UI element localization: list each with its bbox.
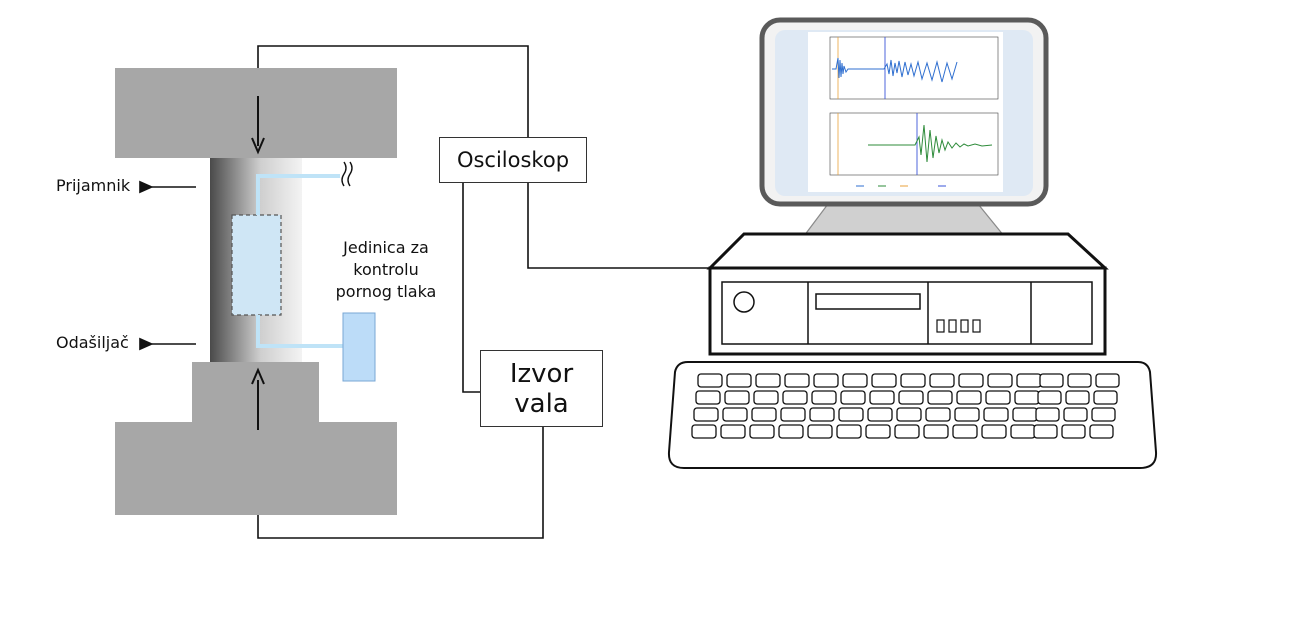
keyboard-key (1067, 373, 1092, 388)
keyboard-key (1037, 390, 1062, 405)
keyboard-key (842, 373, 868, 388)
waveform-icon (829, 112, 999, 176)
oscilloscope-label: Osciloskop (456, 148, 570, 172)
keyboard-key (753, 390, 779, 405)
keyboard-key (894, 424, 920, 439)
keyboard-key (840, 390, 866, 405)
keyboard-key (809, 407, 835, 422)
keyboard-key (1093, 390, 1118, 405)
keyboard-key (1089, 424, 1114, 439)
computer-case-icon (706, 232, 1109, 356)
keyboard-key (1016, 373, 1042, 388)
keyboard-key (985, 390, 1011, 405)
keyboard-key (1065, 390, 1090, 405)
monitor-icon (759, 17, 1049, 253)
keyboard-key (751, 407, 777, 422)
plot-panel (808, 32, 1003, 192)
fluid-line-bottom (256, 315, 344, 348)
keyboard-key (867, 407, 893, 422)
keyboard-key (900, 373, 926, 388)
fluid-line-top (256, 174, 340, 215)
wave-source-line-2: vala (514, 388, 569, 419)
triaxial-cell (115, 68, 397, 515)
keyboard-key (925, 407, 951, 422)
keyboard-icon (667, 361, 1158, 469)
case-top (706, 232, 1109, 270)
up-arrow-icon (251, 367, 265, 430)
keyboard-key (726, 373, 752, 388)
keyboard-key (1039, 373, 1064, 388)
keyboard-key (1061, 424, 1086, 439)
keyboard-key (927, 390, 953, 405)
keyboard-key (720, 424, 746, 439)
keyboard-key (987, 373, 1013, 388)
pressure-unit-line-1: Jedinica za (343, 238, 429, 257)
bottom-platen (115, 422, 397, 515)
pressure-unit-line-3: pornog tlaka (335, 282, 437, 301)
top-platen (115, 68, 397, 158)
keyboard-key (929, 373, 955, 388)
keyboard-key (695, 390, 721, 405)
keyboard-key (952, 424, 978, 439)
inner-sample (231, 214, 282, 316)
disk-drive-slot (815, 293, 921, 310)
keyboard-key (898, 390, 924, 405)
keyboard-key (807, 424, 833, 439)
connection-wires (257, 45, 710, 539)
receiver-label: Prijamnik (56, 176, 131, 195)
keyboard-key (722, 407, 748, 422)
keyboard-key (923, 424, 949, 439)
pressure-control-unit (342, 312, 376, 382)
keyboard-key (1014, 390, 1040, 405)
waveform-icon (829, 36, 999, 100)
keyboard-key (1010, 424, 1036, 439)
keyboard-key (778, 424, 804, 439)
keyboard-key (1035, 407, 1060, 422)
keyboard-key (838, 407, 864, 422)
keyboard-key (724, 390, 750, 405)
keyboard-key (981, 424, 1007, 439)
keyboard-key (1063, 407, 1088, 422)
keyboard-key (693, 407, 719, 422)
keyboard-key (1012, 407, 1038, 422)
keyboard-key (1033, 424, 1058, 439)
keyboard-key (755, 373, 781, 388)
wave-source-line-1: Izvor (509, 358, 574, 389)
wire-top-to-computer (257, 45, 710, 269)
transmitter-label: Odašiljač (56, 333, 129, 352)
case-panel (721, 281, 1093, 345)
keyboard-key (954, 407, 980, 422)
wave-source-box: Izvor vala (480, 350, 603, 427)
keyboard-key (1095, 373, 1120, 388)
pressure-unit-label: Jedinica za kontrolu pornog tlaka (322, 237, 450, 303)
keyboard-key (813, 373, 839, 388)
squiggle-break-icon (341, 161, 353, 187)
wire-source-to-bottom (257, 426, 544, 539)
keyboard-key (958, 373, 984, 388)
keyboard-key (782, 390, 808, 405)
keyboard-key (697, 373, 723, 388)
keyboard-keys (691, 373, 1120, 439)
keyboard-key (983, 407, 1009, 422)
power-button (733, 291, 755, 313)
keyboard-key (836, 424, 862, 439)
wire-oscilloscope-to-source (462, 181, 480, 393)
bottom-platen-cap (192, 362, 319, 422)
keyboard-key (896, 407, 922, 422)
oscilloscope-box: Osciloskop (439, 137, 587, 183)
keyboard-key (811, 390, 837, 405)
keyboard-key (956, 390, 982, 405)
keyboard-key (691, 424, 717, 439)
keyboard-key (871, 373, 897, 388)
keyboard-key (780, 407, 806, 422)
down-arrow-icon (251, 96, 265, 155)
keyboard-key (869, 390, 895, 405)
keyboard-key (1091, 407, 1116, 422)
keyboard-key (865, 424, 891, 439)
keyboard-key (784, 373, 810, 388)
keyboard-key (749, 424, 775, 439)
pressure-unit-line-2: kontrolu (353, 260, 419, 279)
